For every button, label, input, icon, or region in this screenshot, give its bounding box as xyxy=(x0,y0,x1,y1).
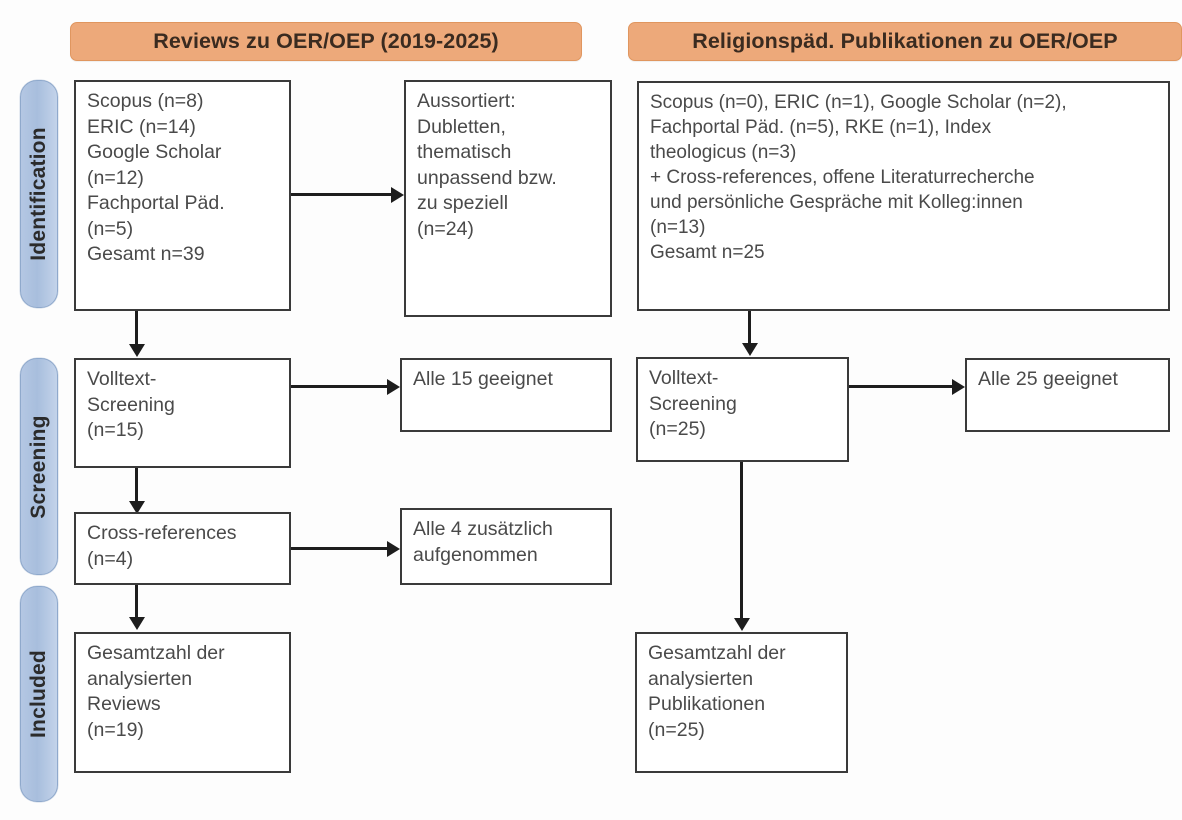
box-left-screening-crossrefs-result-text: Alle 4 zusätzlich aufgenommen xyxy=(413,518,553,566)
box-right-included-total-text: Gesamtzahl der analysierten Publikatione… xyxy=(648,642,786,741)
stage-pill-included: Included xyxy=(20,586,58,802)
connector-right-fulltext-to-eligible xyxy=(849,385,952,388)
box-right-screening-fulltext: Volltext- Screening (n=25) xyxy=(636,357,849,462)
stage-pill-identification: Identification xyxy=(20,80,58,308)
stage-pill-screening: Screening xyxy=(20,358,58,575)
box-left-identification-sources: Scopus (n=8) ERIC (n=14) Google Scholar … xyxy=(74,80,291,311)
box-left-identification-sources-text: Scopus (n=8) ERIC (n=14) Google Scholar … xyxy=(87,90,225,265)
column-header-reviews: Reviews zu OER/OEP (2019-2025) xyxy=(70,22,582,61)
connector-left-sources-to-excluded xyxy=(291,193,391,196)
arrowhead-left-fulltext-to-eligible xyxy=(387,378,400,395)
column-header-religionspaed-label: Religionspäd. Publikationen zu OER/OEP xyxy=(692,29,1118,53)
connector-left-sources-to-fulltext xyxy=(135,311,138,345)
stage-label-included: Included xyxy=(27,650,50,738)
box-left-identification-excluded-text: Aussortiert: Dubletten, thematisch unpas… xyxy=(417,90,557,240)
arrowhead-left-sources-to-excluded xyxy=(391,186,404,203)
box-right-included-total: Gesamtzahl der analysierten Publikatione… xyxy=(635,632,848,773)
arrowhead-left-sources-to-fulltext xyxy=(128,344,145,357)
arrowhead-right-sources-to-fulltext xyxy=(741,343,758,356)
connector-left-crossrefs-to-result xyxy=(291,547,387,550)
box-left-screening-fulltext-text: Volltext- Screening (n=15) xyxy=(87,368,175,441)
box-left-screening-crossrefs-text: Cross-references (n=4) xyxy=(87,522,237,570)
box-right-screening-fulltext-text: Volltext- Screening (n=25) xyxy=(649,367,737,440)
connector-left-crossrefs-to-included xyxy=(135,585,138,618)
arrowhead-right-fulltext-to-included xyxy=(733,618,750,631)
box-left-screening-crossrefs: Cross-references (n=4) xyxy=(74,512,291,585)
box-left-screening-eligible: Alle 15 geeignet xyxy=(400,358,612,432)
connector-left-fulltext-to-crossrefs xyxy=(135,468,138,502)
box-right-screening-eligible: Alle 25 geeignet xyxy=(965,358,1170,432)
box-left-included-total: Gesamtzahl der analysierten Reviews (n=1… xyxy=(74,632,291,773)
box-right-screening-eligible-text: Alle 25 geeignet xyxy=(978,368,1118,390)
box-right-identification-sources-text: Scopus (n=0), ERIC (n=1), Google Scholar… xyxy=(650,92,1067,263)
arrowhead-right-fulltext-to-eligible xyxy=(952,378,965,395)
arrowhead-left-fulltext-to-crossrefs xyxy=(128,501,145,514)
box-left-included-total-text: Gesamtzahl der analysierten Reviews (n=1… xyxy=(87,642,225,741)
stage-label-screening: Screening xyxy=(27,414,50,519)
box-left-screening-eligible-text: Alle 15 geeignet xyxy=(413,368,553,390)
column-header-religionspaed: Religionspäd. Publikationen zu OER/OEP xyxy=(628,22,1182,61)
box-right-identification-sources: Scopus (n=0), ERIC (n=1), Google Scholar… xyxy=(637,81,1170,311)
arrowhead-left-crossrefs-to-included xyxy=(128,617,145,630)
connector-right-fulltext-to-included xyxy=(740,462,743,619)
box-left-screening-crossrefs-result: Alle 4 zusätzlich aufgenommen xyxy=(400,508,612,585)
arrowhead-left-crossrefs-to-result xyxy=(387,540,400,557)
connector-left-fulltext-to-eligible xyxy=(291,385,387,388)
stage-label-identification: Identification xyxy=(27,127,50,261)
column-header-reviews-label: Reviews zu OER/OEP (2019-2025) xyxy=(153,29,499,53)
box-left-identification-excluded: Aussortiert: Dubletten, thematisch unpas… xyxy=(404,80,612,317)
box-left-screening-fulltext: Volltext- Screening (n=15) xyxy=(74,358,291,468)
connector-right-sources-to-fulltext xyxy=(748,311,751,344)
